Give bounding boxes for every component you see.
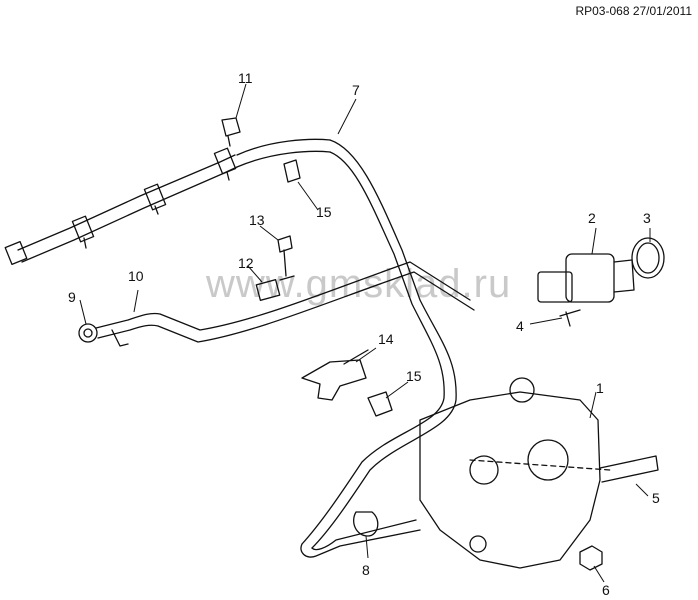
callout-12: 12 (238, 255, 254, 271)
bracket-clip-drawing (255, 279, 281, 301)
callout-8: 8 (362, 562, 370, 578)
callout-9: 9 (68, 289, 76, 305)
callout-14: 14 (378, 331, 394, 347)
line-clip-drawing (221, 117, 241, 147)
diagram-reference: RP03-068 27/01/2011 (575, 4, 692, 18)
callout-5: 5 (652, 490, 660, 506)
regulator-drawing (537, 237, 665, 327)
callout-4: 4 (516, 318, 524, 334)
callout-6: 6 (602, 582, 610, 598)
callout-15-lower: 15 (406, 368, 422, 384)
callout-2: 2 (588, 210, 596, 226)
pipe-bracket-drawing (301, 349, 369, 401)
retainer-drawing-upper (283, 159, 301, 183)
watermark: www.gmsklad.ru (206, 262, 512, 306)
callout-11: 11 (238, 70, 253, 86)
stud-guide (469, 459, 611, 471)
return-line-hose (4, 138, 331, 265)
return-pipe (78, 261, 475, 347)
callout-10: 10 (128, 268, 144, 284)
bracket-bolt-drawing (277, 235, 295, 281)
clamp-drawing (353, 511, 379, 537)
callout-1: 1 (596, 380, 604, 396)
feed-pipe (300, 139, 457, 558)
pump-drawing (419, 377, 659, 569)
nut-drawing (579, 545, 603, 571)
callout-3: 3 (643, 210, 651, 226)
callout-7: 7 (352, 82, 360, 98)
callout-13: 13 (249, 212, 265, 228)
retainer-drawing-lower (367, 391, 393, 417)
callout-15-upper: 15 (316, 204, 332, 220)
